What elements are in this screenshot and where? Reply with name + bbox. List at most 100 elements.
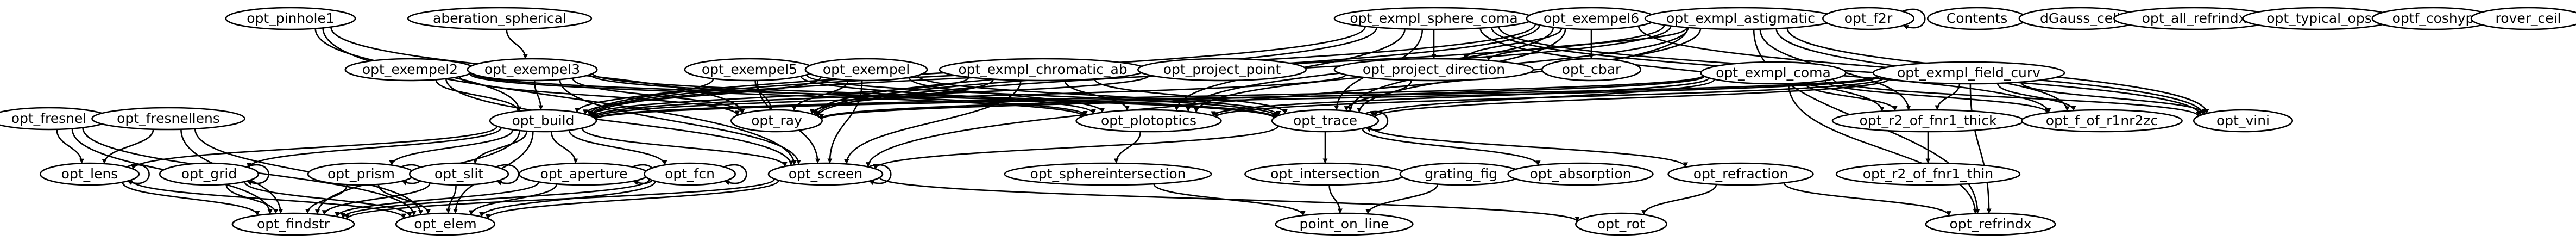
node-ellipse — [1835, 162, 2021, 186]
node-label: Contents — [1947, 10, 2007, 26]
node-ellipse — [1507, 162, 1654, 186]
node-label: opt_exmpl_coma — [1716, 65, 1831, 81]
edge-opt-plotoptics-to-opt-sphereintersection — [1113, 131, 1142, 164]
node-ellipse — [804, 58, 928, 82]
node-opt-screen: opt_screen — [767, 162, 884, 186]
edge-opt-exempel3-to-opt-plotoptics — [589, 74, 1088, 116]
node-label: opt_pinhole1 — [247, 10, 335, 26]
node-opt-project-direction: opt_project_direction — [1333, 58, 1534, 82]
node-label: opt_r2_of_fnr1_thin — [1863, 166, 1994, 182]
edge-opt-aperture-to-opt-findstr — [335, 181, 540, 217]
node-label: opt_lens — [61, 166, 118, 182]
node-opt-all-refrindx: opt_all_refrindx — [2113, 7, 2275, 30]
node-opt-pinhole1: opt_pinhole1 — [225, 7, 356, 30]
node-opt-intersection: opt_intersection — [1244, 162, 1406, 186]
node-ellipse — [1541, 58, 1642, 82]
edge-opt-lens-to-opt-lens — [126, 164, 150, 186]
node-aberation-spherical: aberation_spherical — [407, 7, 593, 30]
edge-opt-exmpl-field-curv-to-opt-r2-of-fnr1-thick — [1935, 83, 1961, 110]
node-opt-exempel6: opt_exempel6 — [1526, 7, 1657, 30]
node-label: opt_exempel6 — [1544, 10, 1639, 26]
edge-opt-exmpl-chromatic-ab-to-opt-plotoptics — [1064, 80, 1130, 111]
edge-opt-exempel3-to-opt-build — [533, 80, 544, 110]
edge-opt-exmpl-coma-to-opt-plotoptics — [1211, 77, 1710, 117]
edge-opt-pinhole1-to-opt-screen — [322, 28, 797, 165]
edge-opt-project-point-to-opt-build — [590, 74, 1150, 118]
edge-opt-exmpl-field-curv-to-opt-trace — [1372, 78, 1890, 118]
node-opt-rot: opt_rot — [1575, 212, 1668, 236]
edge-aberation-spherical-to-opt-exempel3 — [506, 29, 528, 59]
edge-opt-build-to-opt-aperture — [550, 131, 578, 164]
node-opt-r2-of-fnr1-thin: opt_r2_of_fnr1_thin — [1835, 162, 2021, 186]
node-ellipse — [467, 58, 598, 82]
edge-opt-fresnellens-to-opt-lens — [102, 129, 154, 164]
node-ellipse — [644, 162, 736, 186]
node-opt-exmpl-astigmatic: opt_exmpl_astigmatic — [1644, 7, 1837, 30]
node-label: opt_exempel — [823, 61, 910, 77]
node-opt-refrindx: opt_refrindx — [1925, 212, 2056, 236]
node-label: opt_all_refrindx — [2142, 10, 2247, 26]
node-ellipse — [231, 212, 355, 236]
node-label: opt_f_of_r1nr2zc — [2046, 113, 2158, 128]
node-label: rover_ceil — [2496, 10, 2561, 26]
edge-opt-exmpl-astigmatic-to-opt-project-direction — [1486, 27, 1688, 61]
node-label: opt_absorption — [1529, 166, 1631, 182]
node-ellipse — [408, 162, 509, 186]
node-opt-exempel: opt_exempel — [804, 58, 928, 82]
node-ellipse — [407, 7, 593, 30]
node-label: opt_fcn — [665, 166, 715, 182]
node-opt-slit: opt_slit — [408, 162, 509, 186]
edge-opt-exempel-to-opt-build — [583, 76, 822, 115]
node-opt-exempel5: opt_exempel5 — [684, 58, 815, 82]
node-ellipse — [1271, 109, 1380, 133]
node-label: opt_intersection — [1270, 166, 1380, 182]
node-opt-fresnellens: opt_fresnellens — [91, 107, 245, 131]
node-ellipse — [1822, 7, 1915, 30]
node-ellipse — [1075, 109, 1222, 133]
edge-opt-screen-to-opt-elem — [485, 180, 779, 219]
edge-opt-exempel2-to-opt-plotoptics — [469, 73, 1086, 117]
edge-opt-exempel-to-opt-screen — [827, 80, 863, 164]
node-label: opt_build — [512, 113, 575, 128]
node-opt-sphereintersection: opt_sphereintersection — [1004, 162, 1212, 186]
node-label: grating_fig — [1425, 166, 1497, 182]
node-label: opt_findstr — [257, 216, 330, 232]
node-ellipse — [1700, 61, 1847, 85]
node-ellipse — [39, 162, 140, 186]
edge-opt-exmpl-coma-to-opt-vini — [1832, 78, 2201, 117]
node-ellipse — [1004, 162, 1212, 186]
edge-opt-screen-to-opt-screen — [868, 164, 892, 186]
edge-opt-aperture-to-opt-elem — [468, 183, 558, 215]
node-opt-plotoptics: opt_plotoptics — [1075, 109, 1222, 133]
node-point-on-line: point_on_line — [1275, 212, 1414, 236]
node-ellipse — [1575, 212, 1668, 236]
edge-opt-fresnel-to-opt-lens — [56, 129, 84, 164]
edge-opt-exempel5-to-opt-plotoptics — [800, 76, 1096, 114]
edge-opt-exmpl-sphere-coma-to-opt-vini — [1498, 26, 2203, 116]
node-label: opt_slit — [434, 166, 483, 182]
edge-opt-build-to-opt-prism — [389, 129, 514, 166]
node-optf-coshyp: optf_coshyp — [2371, 7, 2495, 30]
node-label: opt_exmpl_astigmatic — [1666, 10, 1815, 26]
node-ellipse — [2021, 109, 2183, 133]
node-opt-exmpl-chromatic-ab: opt_exmpl_chromatic_ab — [939, 58, 1147, 82]
edge-opt-lens-to-opt-findstr — [122, 182, 260, 216]
node-label: opt_refraction — [1693, 166, 1788, 182]
node-ellipse — [2193, 109, 2294, 133]
node-grating-fig: grating_fig — [1399, 162, 1523, 186]
node-opt-exempel3: opt_exempel3 — [467, 58, 598, 82]
edge-opt-project-direction-to-opt-build — [592, 74, 1347, 119]
edge-opt-exmpl-field-curv-to-opt-vini — [2020, 82, 2207, 115]
node-dGauss-cell: dGauss_cell — [2018, 7, 2142, 30]
node-opt-exmpl-sphere-coma: opt_exmpl_sphere_coma — [1333, 7, 1534, 30]
edge-opt-build-to-opt-grid — [247, 127, 502, 168]
node-label: opt_screen — [789, 166, 863, 182]
node-opt-f2r: opt_f2r — [1822, 7, 1915, 30]
edge-opt-exmpl-field-curv-to-opt-refrindx — [1969, 83, 1992, 214]
node-opt-typical-ops: opt_typical_ops — [2242, 7, 2396, 30]
node-opt-fcn: opt_fcn — [644, 162, 736, 186]
node-ellipse — [225, 7, 356, 30]
edge-opt-exmpl-chromatic-ab-to-opt-build — [588, 77, 969, 116]
edge-opt-slit-to-opt-findstr — [322, 182, 431, 215]
node-label: opt_exmpl_sphere_coma — [1350, 10, 1517, 26]
